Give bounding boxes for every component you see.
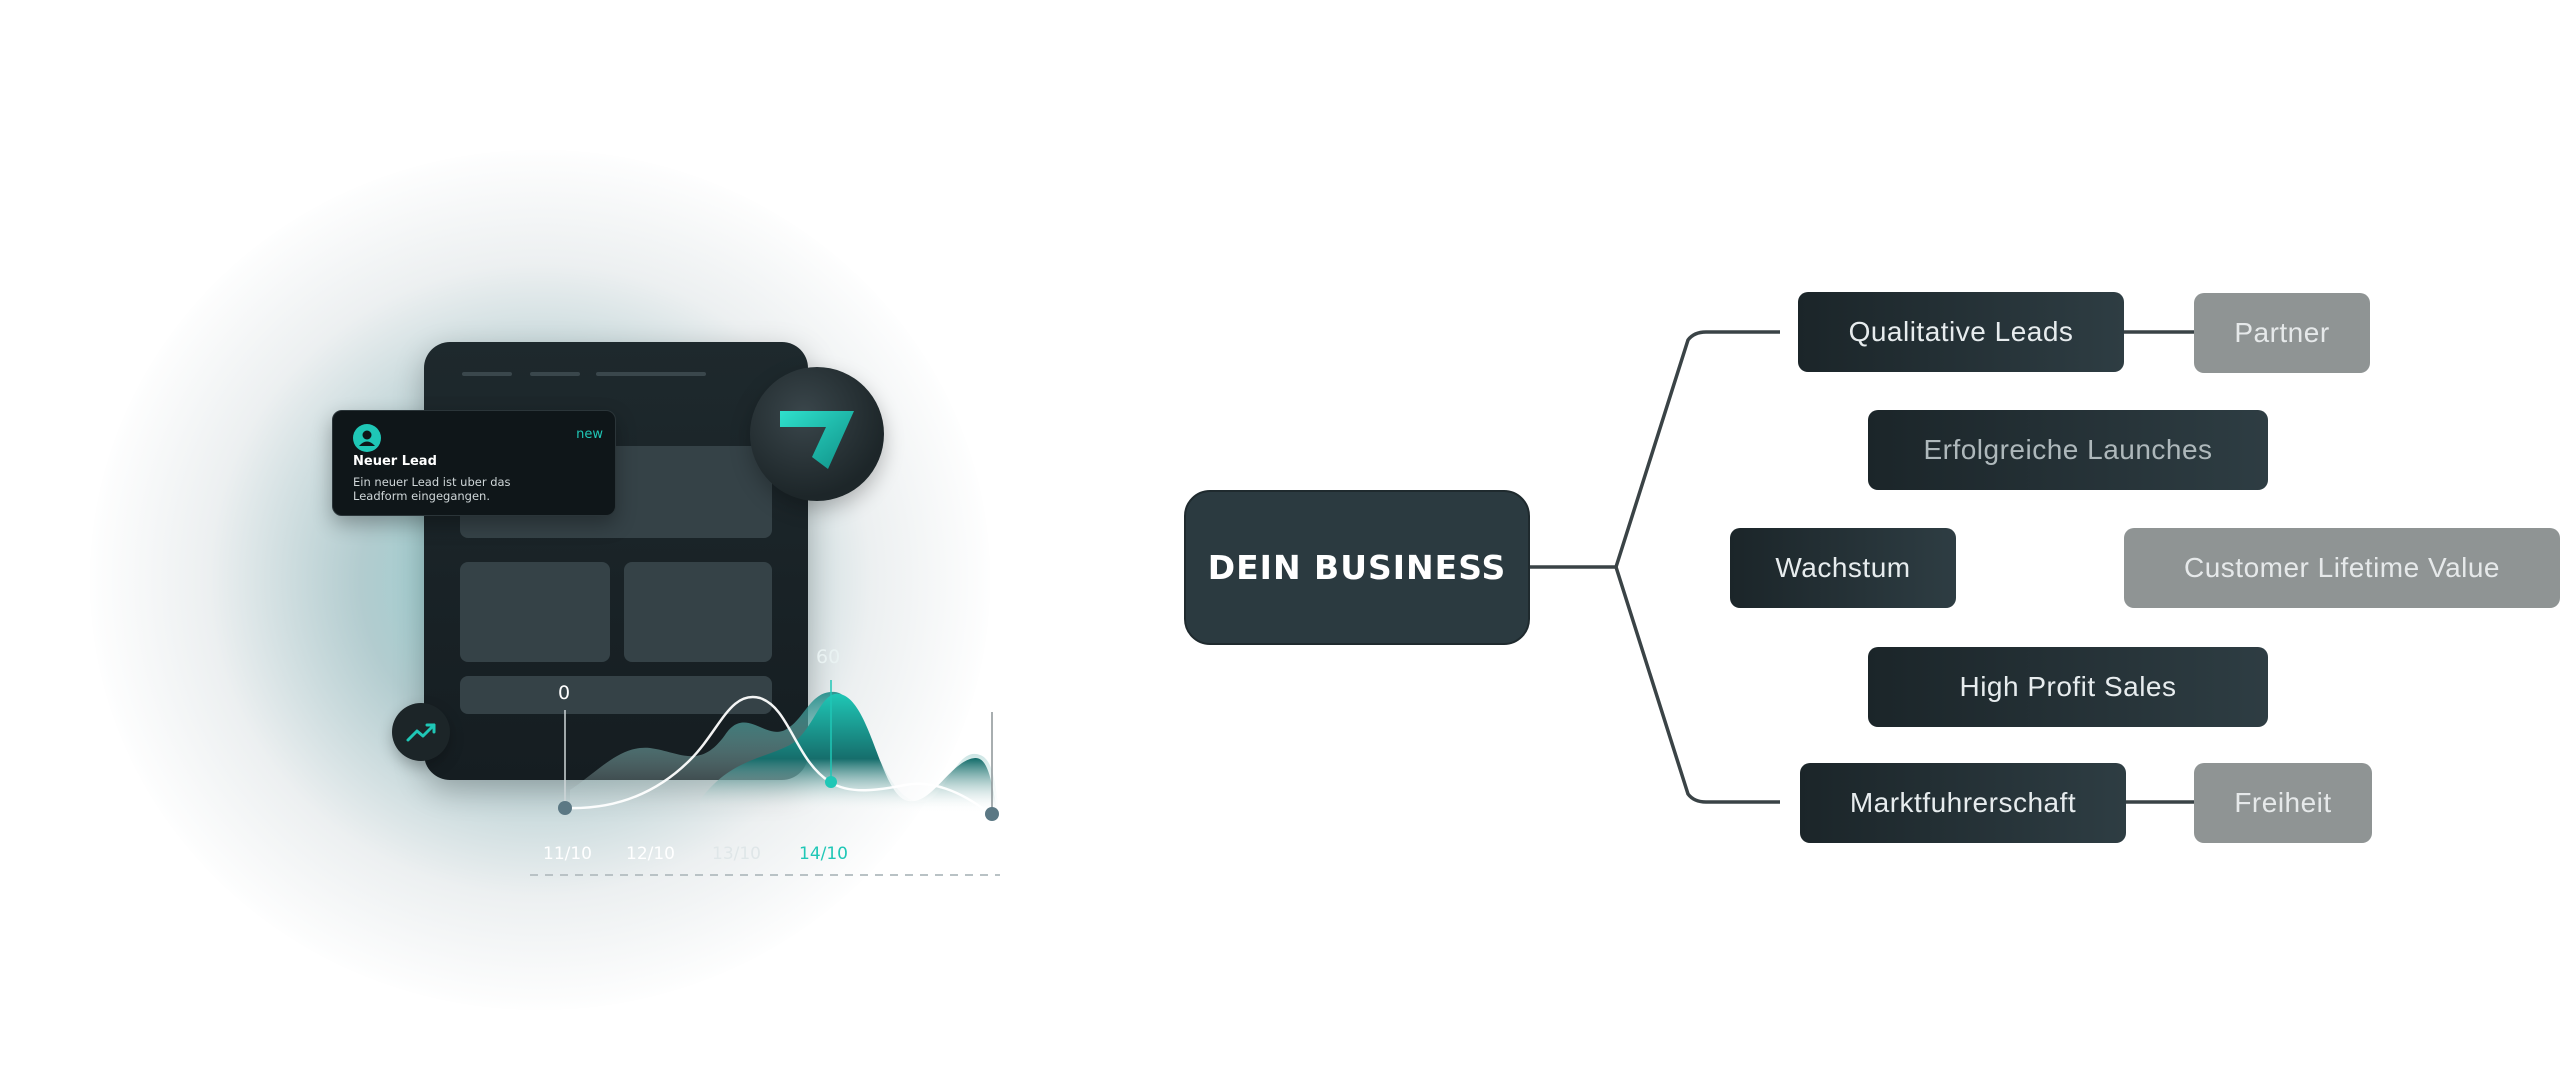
tablet-card xyxy=(624,562,772,662)
branch-node-high-profit-sales: High Profit Sales xyxy=(1868,647,2268,727)
tablet-nav-bar xyxy=(530,372,580,376)
chart-area-primary xyxy=(700,693,998,812)
notification-badge: new xyxy=(576,427,603,442)
notification-body: Ein neuer Lead ist uber das Leadform ein… xyxy=(353,475,511,503)
user-avatar-icon xyxy=(353,424,381,452)
tablet-card xyxy=(460,562,610,662)
seven-logo xyxy=(750,367,884,501)
branch-node-erfolgreiche-launches: Erfolgreiche Launches xyxy=(1868,410,2268,490)
chart-point xyxy=(985,807,999,821)
branch-node-marktfuhrerschaft: Marktfuhrerschaft xyxy=(1800,763,2126,843)
chart-point xyxy=(825,776,837,788)
trending-up-badge xyxy=(392,703,450,761)
bracket-top xyxy=(1614,330,1780,568)
child-node-customer-lifetime-value: Customer Lifetime Value xyxy=(2124,528,2560,608)
notification-title: Neuer Lead xyxy=(353,454,437,469)
bracket-bottom xyxy=(1614,566,1780,804)
trending-up-icon xyxy=(406,723,436,742)
chart-point xyxy=(558,801,572,815)
branch-node-wachstum: Wachstum xyxy=(1730,528,1956,608)
tablet-device xyxy=(424,342,808,780)
x-tick-label: 13/10 xyxy=(712,844,761,864)
x-tick-label-highlight: 14/10 xyxy=(799,844,848,864)
tablet-card xyxy=(460,676,772,714)
tablet-nav-bar xyxy=(596,372,706,376)
seven-logo-icon xyxy=(780,411,854,469)
notification-card[interactable]: new Neuer Lead Ein neuer Lead ist uber d… xyxy=(332,410,616,516)
annotation-label: 60 xyxy=(816,646,841,668)
annotation-label: 0 xyxy=(558,682,571,704)
tablet-nav-bar xyxy=(462,372,512,376)
chart-line xyxy=(564,695,991,815)
x-tick-label: 11/10 xyxy=(543,844,592,864)
child-node-freiheit: Freiheit xyxy=(2194,763,2372,843)
center-node: DEIN BUSINESS xyxy=(1184,490,1530,645)
child-node-partner: Partner xyxy=(2194,293,2370,373)
branch-node-qualitative-leads: Qualitative Leads xyxy=(1798,292,2124,372)
x-tick-label: 12/10 xyxy=(626,844,675,864)
